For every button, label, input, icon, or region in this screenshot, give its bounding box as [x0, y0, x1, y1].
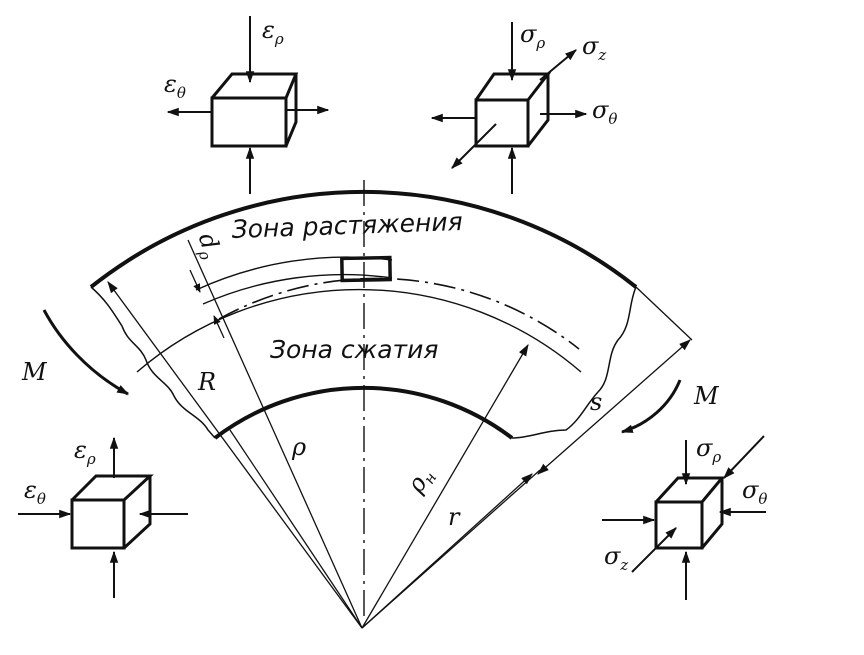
tension-zone-label: Зона растяжения	[231, 207, 463, 244]
thickness-dimension	[537, 339, 691, 475]
break-line-right	[511, 286, 637, 439]
cube-bottom-left: ερ εθ	[18, 436, 188, 598]
cube-top-right: σρ σz σθ	[430, 20, 617, 194]
radius-rho-label: ρ	[291, 433, 306, 461]
cube-top-left-body	[210, 72, 299, 148]
cube-bottom-right-axial: σz	[604, 542, 628, 574]
cube-top-left: ερ εθ	[164, 16, 330, 194]
cube-top-left-tangential: εθ	[164, 70, 186, 102]
radial-line-left	[229, 429, 363, 629]
svg-text:ρн: ρн	[401, 462, 441, 500]
cube-bottom-left-body	[70, 474, 154, 550]
element-layer-arc-outer	[195, 256, 393, 291]
tension-element	[340, 255, 392, 283]
neutral-layer	[218, 277, 580, 350]
moment-right-label: M	[693, 382, 720, 410]
moment-left-label: M	[21, 358, 48, 386]
element-layer-arc-inner	[202, 273, 393, 305]
outer-radius-label: R	[197, 368, 216, 396]
cube-top-right-axial: σz	[582, 32, 606, 64]
neutral-radius-label: ρн	[401, 462, 441, 500]
radius-rho-n-line	[361, 343, 529, 629]
cube-bottom-right-tangential: σθ	[742, 476, 767, 508]
moment-arrow-left	[42, 309, 130, 396]
cube-bottom-left-radial: ερ	[74, 436, 96, 468]
inner-radius-label: r	[448, 503, 461, 531]
cube-bottom-right-radial: σρ	[696, 434, 721, 466]
cube-top-right-radial: σρ	[520, 20, 545, 52]
cube-top-left-radial: ερ	[262, 16, 284, 48]
d-rho-arrow-inner	[213, 315, 225, 339]
d-rho-arrow-outer	[189, 269, 201, 293]
bent-strip	[89, 180, 638, 620]
thickness-extension	[635, 286, 693, 341]
radius-r-line	[361, 473, 533, 629]
radial-lines	[107, 239, 693, 629]
moment-arrow-right	[620, 379, 682, 434]
thickness-label: s	[590, 388, 602, 416]
cube-bottom-right: σρ σz σθ	[602, 434, 767, 600]
inner-layer-arc	[136, 288, 582, 373]
break-line-left	[90, 286, 216, 439]
compression-zone-label: Зона сжатия	[270, 335, 438, 364]
radius-R-line	[107, 281, 363, 629]
radius-rho-line	[187, 239, 363, 629]
cube-top-right-tangential: σθ	[592, 96, 617, 128]
cube-top-right-body	[474, 72, 552, 148]
cube-bottom-left-tangential: εθ	[24, 476, 46, 508]
